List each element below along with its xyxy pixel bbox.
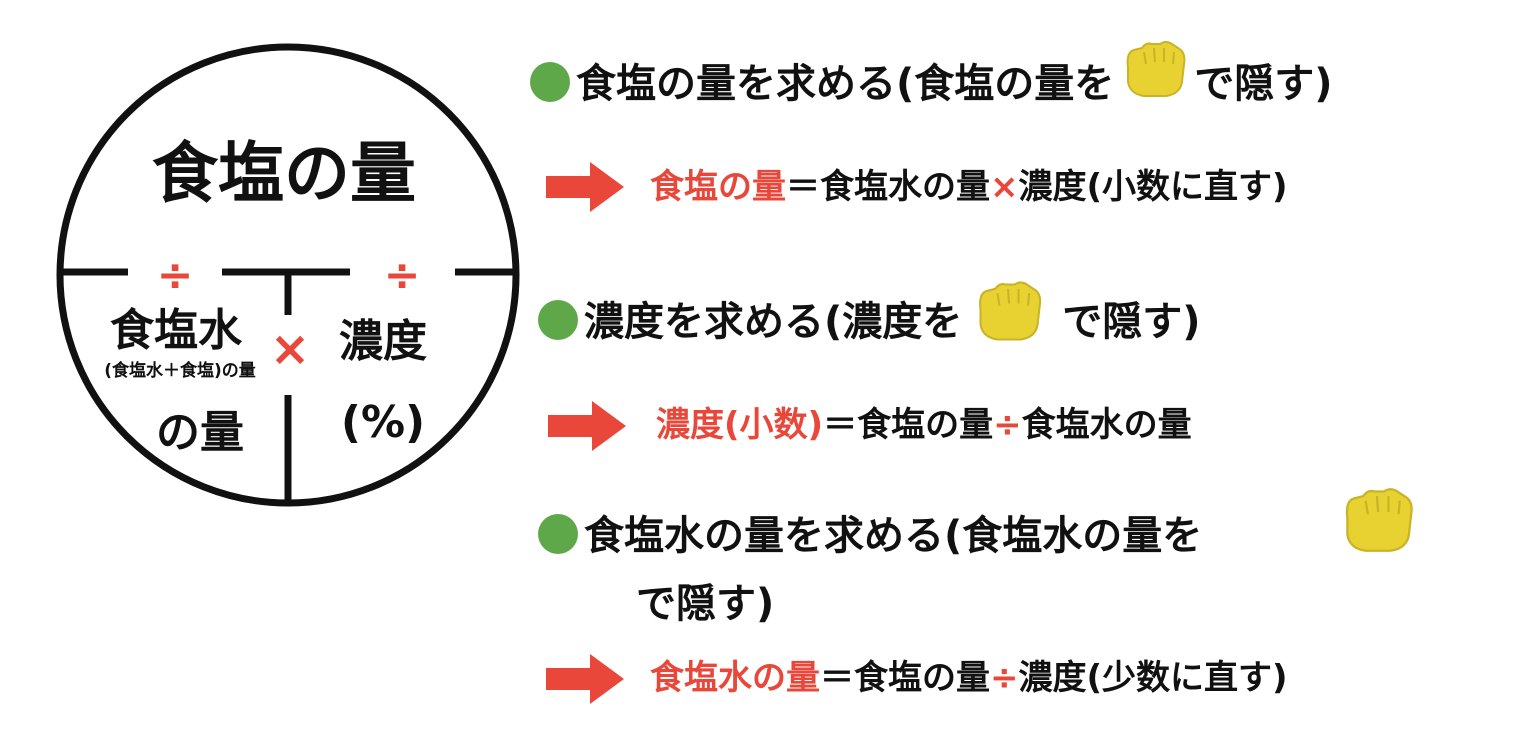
section-3-heading-continuation: で隠す) [636, 584, 774, 624]
red-arrow-icon [548, 401, 626, 451]
red-arrow-icon [546, 654, 624, 704]
section-3-heading-text-a: 食塩水の量を求める(食塩水の量を [584, 513, 1203, 559]
green-circle-icon [538, 514, 578, 554]
section-1-formula-operator: × [990, 167, 1019, 207]
divide-sign-right: ÷ [384, 250, 421, 301]
red-arrow-icon [546, 162, 624, 212]
section-2-formula-eq: ＝食塩の量 [823, 405, 994, 445]
section-1-heading-text-b: で隠す) [1194, 61, 1333, 107]
yellow-hand-icon [1345, 488, 1413, 552]
section-3-formula-operator: ÷ [990, 658, 1019, 698]
right-label-concentration: 濃度 [339, 316, 427, 367]
section-1-formula-eq: ＝食塩水の量 [786, 167, 990, 207]
section-3-formula: 食塩水の量＝食塩の量÷濃度(少数に直す) [650, 661, 1288, 695]
green-circle-icon [530, 62, 570, 102]
section-2-heading-text-a: 濃度を求める(濃度を [584, 299, 963, 345]
left-label-saltwater: 食塩水 [110, 305, 243, 356]
section-1-formula: 食塩の量＝食塩水の量×濃度(小数に直す) [650, 170, 1288, 204]
divide-sign-left: ÷ [157, 250, 194, 301]
section-2-heading: 濃度を求める(濃度を で隠す) [538, 281, 1201, 352]
section-3-heading: 食塩水の量を求める(食塩水の量を [538, 513, 1203, 559]
left-label-amount: の量 [156, 407, 244, 458]
section-2-formula-operator: ÷ [993, 405, 1022, 445]
section-1-formula-target: 食塩の量 [650, 167, 786, 207]
right-label-percent: (%) [341, 397, 425, 448]
green-circle-icon [538, 300, 578, 340]
top-label-salt-amount: 食塩の量 [152, 135, 416, 212]
yellow-hand-icon [1118, 41, 1190, 114]
section-2-formula: 濃度(小数)＝食塩の量÷食塩水の量 [656, 408, 1192, 442]
section-3-formula-rest: 濃度(少数に直す) [1018, 658, 1288, 698]
section-2-formula-target: 濃度(小数) [656, 405, 824, 445]
section-1-heading: 食塩の量を求める(食塩の量を で隠す) [530, 41, 1333, 114]
section-2-formula-rest: 食塩水の量 [1021, 405, 1192, 445]
section-3-formula-target: 食塩水の量 [650, 658, 820, 698]
multiply-sign: × [270, 321, 310, 377]
section-3-heading-text-b: で隠す) [636, 581, 775, 627]
section-2-heading-text-b: で隠す) [1062, 299, 1201, 345]
left-note-saltwater-composition: (食塩水＋食塩)の量 [104, 360, 256, 381]
yellow-hand-icon [970, 281, 1048, 352]
section-1-heading-text-a: 食塩の量を求める(食塩の量を [576, 61, 1115, 107]
section-1-formula-rest: 濃度(小数に直す) [1018, 167, 1288, 207]
section-3-formula-eq: ＝食塩の量 [820, 658, 990, 698]
